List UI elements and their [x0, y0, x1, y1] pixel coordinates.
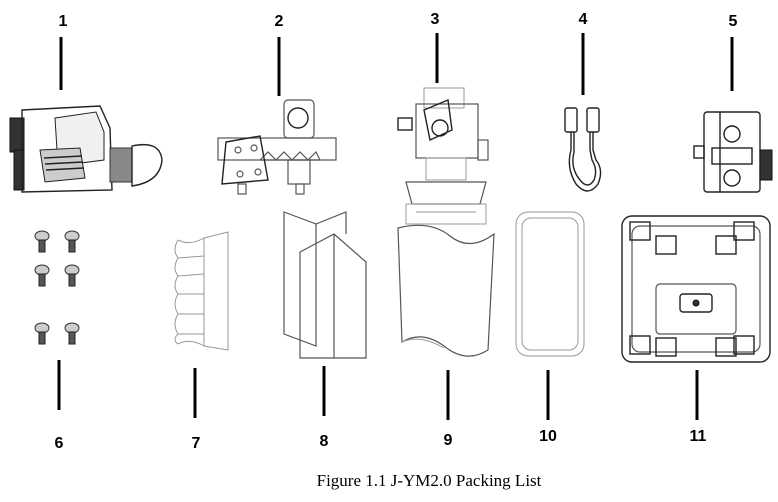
item-3: 3	[397, 11, 489, 225]
case-icon	[621, 215, 771, 363]
item-10: 10	[515, 211, 585, 445]
item-5: 5	[693, 13, 773, 193]
eyecup-icon	[174, 231, 229, 351]
item-9: 9	[397, 224, 495, 449]
item-6: 6	[34, 230, 80, 452]
monocular-icon	[9, 105, 163, 193]
cloth-icon	[397, 224, 495, 357]
rail-adapter-icon	[217, 99, 337, 195]
item-1: 1	[9, 13, 163, 193]
battery-box-icon	[693, 111, 773, 193]
item-number-8: 8	[320, 433, 329, 450]
item-number-2: 2	[275, 13, 284, 30]
figure-caption: Figure 1.1 J-YM2.0 Packing List	[317, 471, 542, 490]
item-number-1: 1	[59, 13, 68, 30]
item-11: 11	[621, 215, 771, 445]
item-number-10: 10	[539, 428, 557, 445]
screws-icon	[34, 230, 80, 345]
cable-icon	[564, 107, 602, 192]
item-4: 4	[564, 11, 602, 192]
item-number-6: 6	[55, 435, 64, 452]
item-8: 8	[283, 211, 367, 450]
pouch-icon	[515, 211, 585, 357]
item-number-5: 5	[729, 13, 738, 30]
manual-icon	[283, 211, 367, 359]
mount-icon	[397, 87, 489, 225]
item-7: 7	[174, 231, 229, 452]
item-number-4: 4	[579, 11, 588, 28]
item-number-9: 9	[444, 432, 453, 449]
item-number-11: 11	[690, 428, 707, 445]
item-2: 2	[217, 13, 337, 195]
item-number-3: 3	[431, 11, 440, 28]
item-number-7: 7	[192, 435, 201, 452]
